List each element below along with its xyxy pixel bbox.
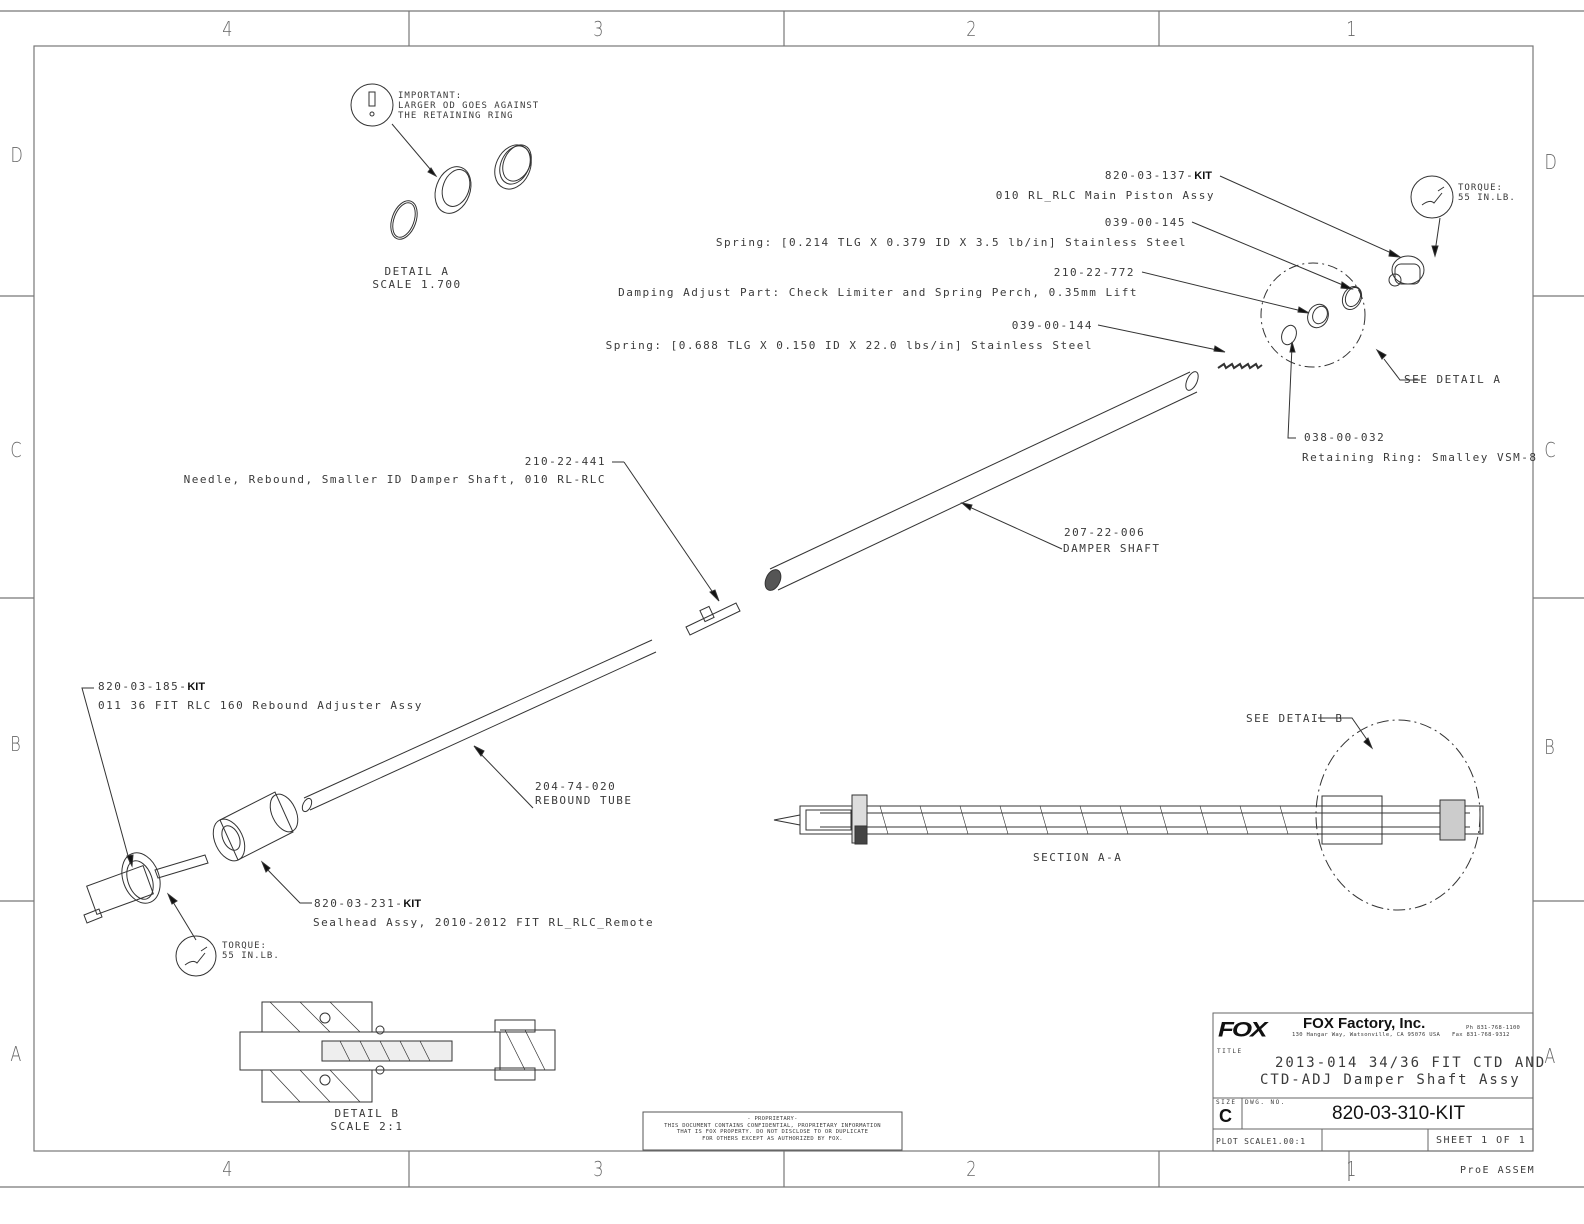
zone-col-2-bottom: 2 [966, 1157, 977, 1181]
zone-row-d-left: D [10, 143, 23, 167]
damper-shaft-drawing [81, 371, 1199, 977]
zone-col-4-top: 4 [222, 17, 233, 41]
piston-assembly-drawing [1097, 175, 1454, 439]
title-label: TITLE [1217, 1048, 1243, 1055]
callout-part-number: 820-03-231-KIT [314, 897, 422, 910]
callout-description: Sealhead Assy, 2010-2012 FIT RL_RLC_Remo… [313, 916, 655, 929]
drawing-number: 820-03-310-KIT [1332, 1103, 1466, 1124]
callout-description: Spring: [0.214 TLG X 0.379 ID X 3.5 lb/i… [715, 236, 1187, 249]
zone-row-a-left: A [10, 1042, 22, 1066]
detail-a-drawing [350, 83, 532, 240]
zone-row-d-right: D [1544, 150, 1557, 174]
zone-col-3-bottom: 3 [593, 1157, 604, 1181]
zone-row-a-right: A [1544, 1044, 1556, 1068]
callout-description: REBOUND TUBE [535, 794, 633, 807]
fox-logo: FOX [1218, 1017, 1267, 1042]
torque-icon-circle-bottom [175, 935, 217, 977]
callout-description: DAMPER SHAFT [1063, 542, 1161, 555]
callout-part-number: 204-74-020 [535, 780, 617, 793]
callout-part-number: 820-03-137-KIT [1104, 169, 1212, 182]
callout-part-number: 038-00-032 [1304, 431, 1386, 444]
drawing-title-line2: CTD-ADJ Damper Shaft Assy [1260, 1072, 1521, 1088]
callout-part-number: 039-00-145 [1104, 216, 1186, 229]
torque-note-bottom: TORQUE:55 IN.LB. [222, 941, 280, 961]
cad-source: ProE ASSEM [1460, 1165, 1536, 1176]
section-a-a-drawing [773, 717, 1484, 911]
torque-icon-circle-top [1410, 175, 1454, 219]
zone-row-c-left: C [10, 438, 22, 462]
zone-col-1-bottom: 1 [1346, 1157, 1357, 1181]
zone-row-b-right: B [1544, 735, 1555, 759]
callout-part-number: 210-22-441 [524, 455, 606, 468]
size-label: SIZE [1216, 1099, 1237, 1106]
zone-col-3-top: 3 [593, 17, 604, 41]
see-detail-a: SEE DETAIL A [1404, 373, 1502, 386]
callout-part-number: 207-22-006 [1064, 526, 1146, 539]
callout-part-number: 210-22-772 [1053, 266, 1135, 279]
detail-b-circle [1315, 719, 1481, 911]
proprietary-box [642, 1111, 903, 1151]
callout-description: Spring: [0.688 TLG X 0.150 ID X 22.0 lbs… [605, 339, 1093, 352]
callout-description: Damping Adjust Part: Check Limiter and S… [618, 286, 1138, 299]
zone-row-c-right: C [1544, 438, 1556, 462]
callout-part-number: 039-00-144 [1011, 319, 1093, 332]
callout-description: 011 36 FIT RLC 160 Rebound Adjuster Assy [98, 699, 423, 712]
callout-part-number: 820-03-185-KIT [98, 680, 206, 693]
company-address: 130 Hangar Way, Watsonville, CA 95076 US… [1292, 1032, 1441, 1038]
zone-col-4-bottom: 4 [222, 1157, 233, 1181]
callout-description: Needle, Rebound, Smaller ID Damper Shaft… [183, 473, 606, 486]
inner-frame [33, 45, 1534, 1152]
company-fax: Fax 831-768-9312 [1452, 1032, 1510, 1038]
callout-description: 010 RL_RLC Main Piston Assy [995, 189, 1215, 202]
sheet-number: SHEET 1 OF 1 [1436, 1135, 1527, 1146]
company-phone: Ph 831-768-1100 [1466, 1025, 1521, 1031]
dwg-no-label: DWG. NO. [1245, 1099, 1286, 1106]
zone-row-b-left: B [10, 732, 21, 756]
important-note-circle [350, 83, 394, 127]
zone-col-1-top: 1 [1346, 17, 1357, 41]
see-detail-b: SEE DETAIL B [1246, 712, 1344, 725]
proprietary-notice: - PROPRIETARY-THIS DOCUMENT CONTAINS CON… [664, 1116, 881, 1142]
title-block-lines [1212, 1012, 1534, 1181]
torque-note-top: TORQUE:55 IN.LB. [1458, 183, 1516, 203]
drawing-title-line1: 2013-014 34/36 FIT CTD AND [1275, 1055, 1547, 1071]
section-label: SECTION A-A [1033, 851, 1123, 864]
detail-b-drawing [239, 1001, 556, 1103]
company-name: FOX Factory, Inc. [1303, 1015, 1426, 1032]
sheet-size: C [1219, 1106, 1232, 1126]
detail-a-circle [1260, 262, 1366, 368]
zone-col-2-top: 2 [966, 17, 977, 41]
callout-description: Retaining Ring: Smalley VSM-8 [1302, 451, 1538, 464]
plot-scale: PLOT SCALE1.00:1 [1216, 1137, 1306, 1146]
